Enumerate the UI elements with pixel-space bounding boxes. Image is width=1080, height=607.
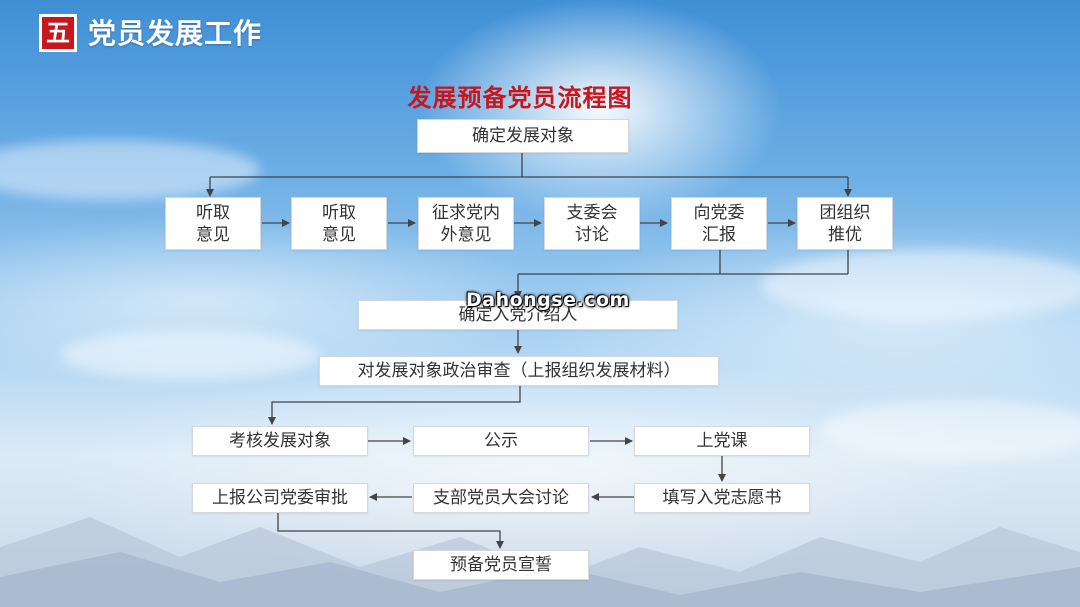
connector-arrow xyxy=(268,386,521,425)
cloud-decoration xyxy=(820,400,1080,460)
section-title: 党员发展工作 xyxy=(88,17,263,50)
step-youth-league-recommend: 团组织 推优 xyxy=(797,197,893,250)
section-number-badge: 五 xyxy=(39,14,77,52)
connector-arrow xyxy=(277,512,504,549)
step-fill-application: 填写入党志愿书 xyxy=(634,483,810,513)
cloud-decoration xyxy=(760,250,1080,320)
step-branch-meeting: 支部党员大会讨论 xyxy=(413,483,589,513)
step-political-review: 对发展对象政治审查（上报组织发展材料） xyxy=(319,356,719,386)
step-solicit-opinion: 征求党内 外意见 xyxy=(418,197,514,250)
step-report-to-committee: 向党委 汇报 xyxy=(671,197,767,250)
step-report-approval: 上报公司党委审批 xyxy=(192,483,368,513)
flowchart-title: 发展预备党员流程图 xyxy=(407,84,633,112)
step-publicize: 公示 xyxy=(413,426,589,456)
step-probationary-oath: 预备党员宣誓 xyxy=(413,550,589,580)
watermark-text: Dahongse.com xyxy=(466,289,630,311)
step-party-class: 上党课 xyxy=(634,426,810,456)
step-confirm-target: 确定发展对象 xyxy=(417,119,629,153)
cloud-decoration xyxy=(60,330,320,380)
step-assess-target: 考核发展对象 xyxy=(192,426,368,456)
step-hear-opinion: 听取 意见 xyxy=(291,197,387,250)
step-hear-opinion: 听取 意见 xyxy=(165,197,261,250)
cloud-decoration xyxy=(0,140,260,200)
step-committee-discussion: 支委会 讨论 xyxy=(544,197,640,250)
step-confirm-introducer: 确定入党介绍人 xyxy=(358,300,678,330)
